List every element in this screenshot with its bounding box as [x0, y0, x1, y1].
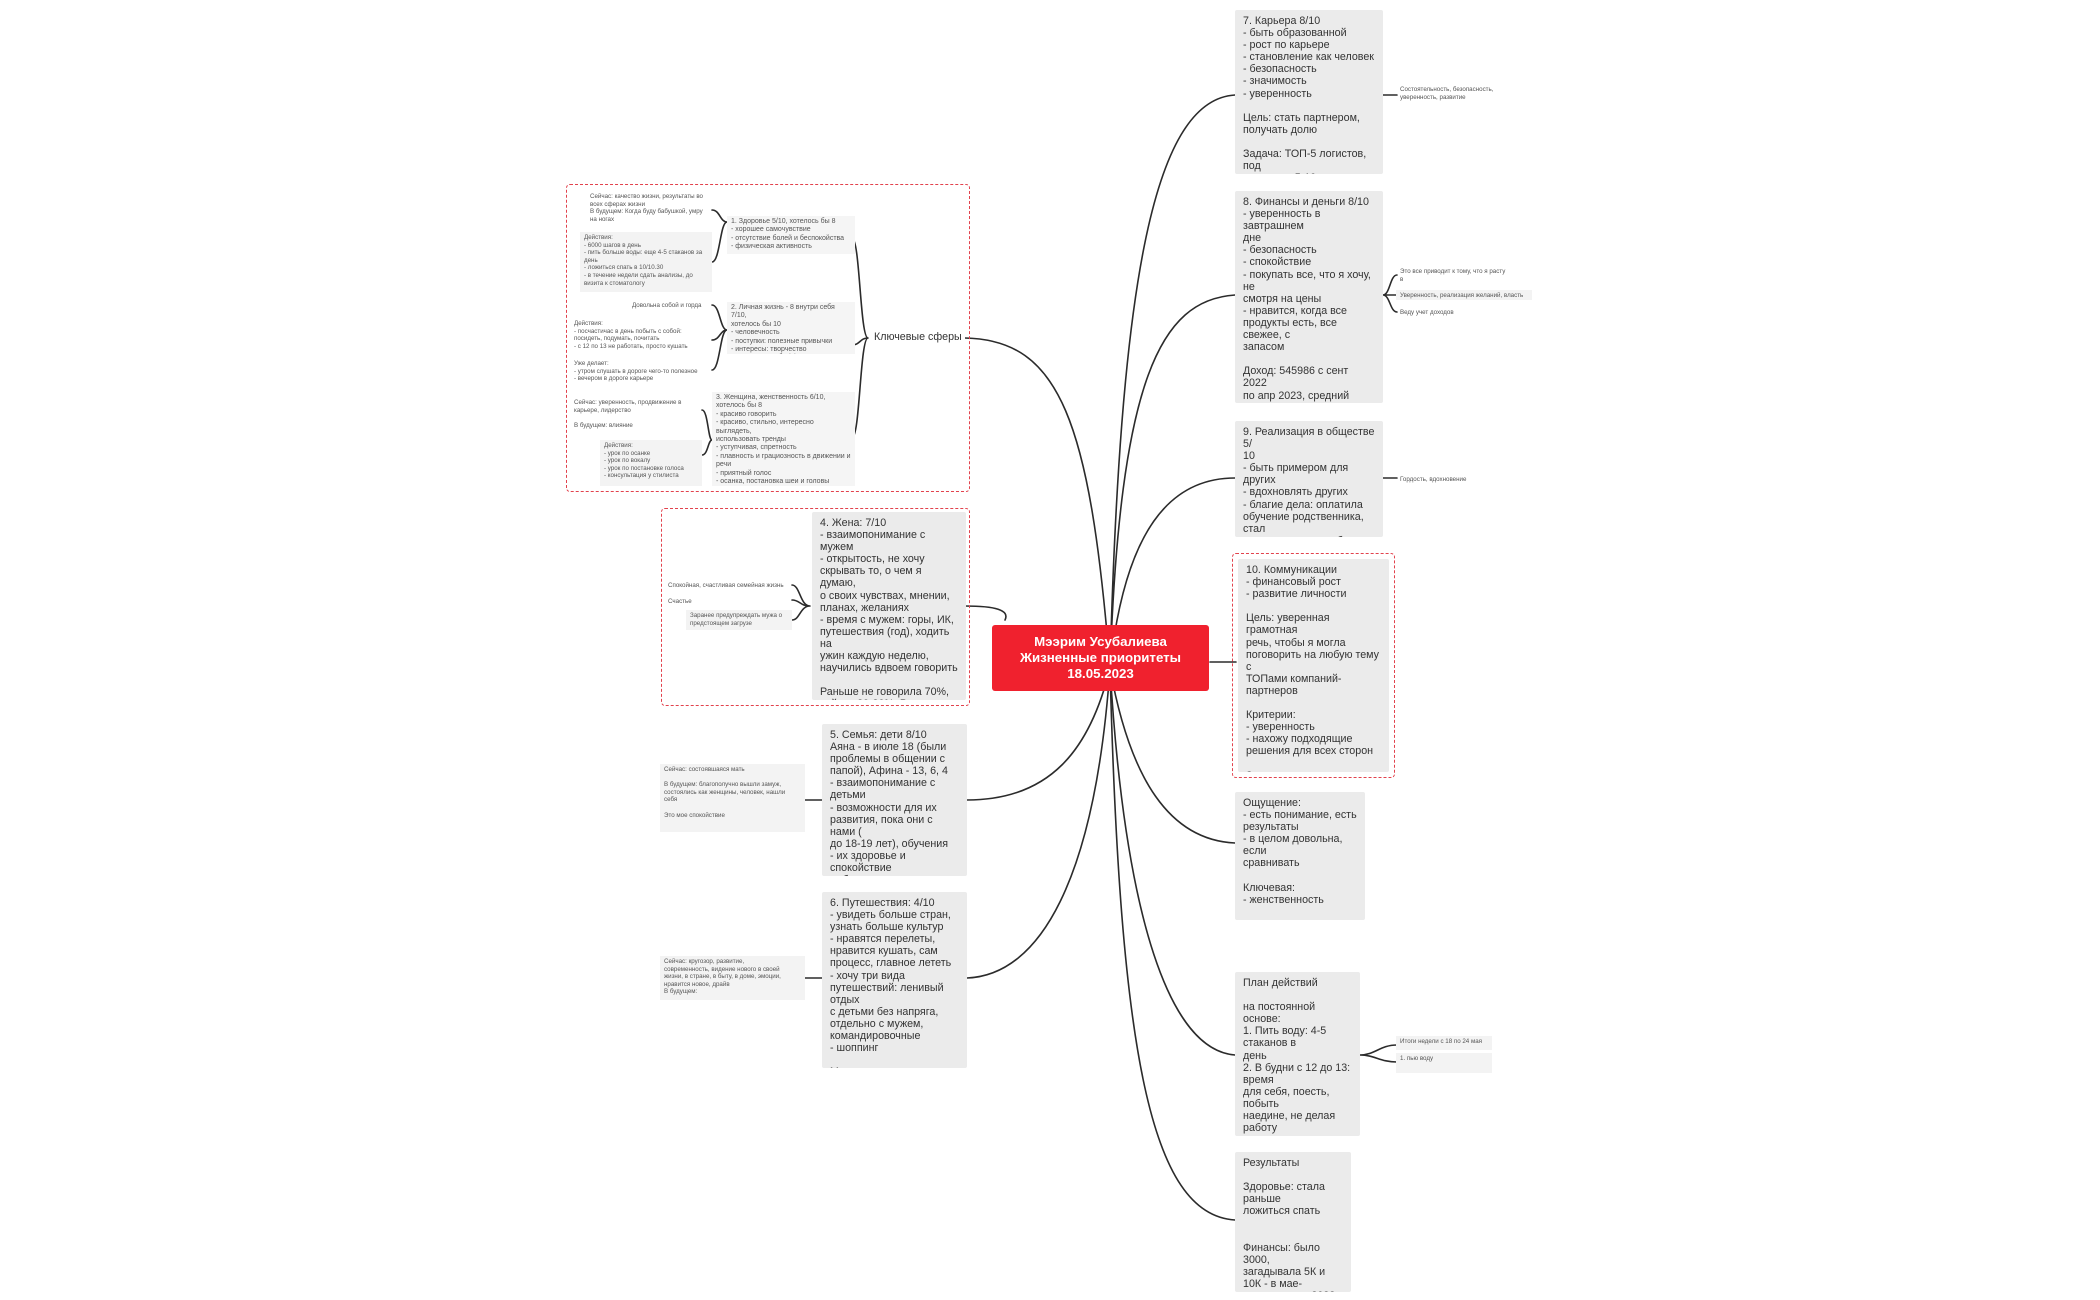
wife-node[interactable]: 4. Жена: 7/10 - взаимопонимание с мужем …	[812, 512, 966, 700]
personal-actions[interactable]: Действия: - посчастичас в день побыть с …	[574, 320, 688, 350]
link-travel	[966, 667, 1111, 979]
family-node[interactable]: 5. Семья: дети 8/10 Аяна - в июле 18 (бы…	[822, 724, 967, 876]
society-node[interactable]: 9. Реализация в обществе 5/ 10 - быть пр…	[1235, 421, 1383, 537]
plan-note-1[interactable]: Итоги недели с 18 по 24 мая	[1396, 1036, 1492, 1050]
health-now[interactable]: Сейчас: качество жизни, результаты во вс…	[590, 193, 703, 223]
link-plan-notes	[1359, 1044, 1398, 1063]
feelings-node[interactable]: Ощущение: - есть понимание, есть результ…	[1235, 792, 1365, 920]
link-femininity-children	[701, 409, 713, 456]
key-spheres-node[interactable]: Ключевые сферы	[871, 330, 965, 345]
finance-note-1[interactable]: Это все приводит к тому, что я расту в д…	[1400, 268, 1506, 284]
results-node[interactable]: Результаты Здоровье: стала раньше ложить…	[1235, 1152, 1351, 1292]
personal-satisfied[interactable]: Довольна собой и горда	[632, 302, 702, 309]
central-topic[interactable]: Мээрим Усубалиева Жизненные приоритеты 1…	[992, 625, 1209, 691]
finance-node[interactable]: 8. Финансы и деньги 8/10 - уверенность в…	[1235, 191, 1383, 403]
family-note[interactable]: Сейчас: состоявшаяся мать В будущем: бла…	[660, 764, 805, 832]
link-career	[1109, 94, 1236, 669]
link-wife-children	[791, 584, 811, 621]
link-personal-children	[711, 304, 728, 371]
wife-calm[interactable]: Спокойная, счастливая семейная жизнь	[668, 582, 784, 589]
wife-frame	[661, 508, 970, 706]
link-results	[1109, 667, 1236, 1221]
society-note[interactable]: Гордость, вдохновение	[1400, 476, 1467, 483]
health-node[interactable]: 1. Здоровье 5/10, хотелось бы 8 - хороше…	[727, 216, 855, 254]
link-wife	[964, 605, 1007, 621]
career-node[interactable]: 7. Карьера 8/10 - быть образованной - ро…	[1235, 10, 1383, 174]
link-finance-notes	[1382, 274, 1398, 313]
communication-frame	[1232, 553, 1395, 778]
femininity-node[interactable]: 3. Женщина, женственность 6/10, хотелось…	[712, 392, 855, 486]
femininity-actions[interactable]: Действия: - урок по осанке - урок по вок…	[600, 440, 702, 486]
career-note[interactable]: Состоятельность, безопасность, увереннос…	[1400, 86, 1494, 101]
personal-node[interactable]: 2. Личная жизнь - 8 внутри себя 7/10, хо…	[727, 302, 855, 354]
health-actions[interactable]: Действия: - 6000 шагов в день - пить бол…	[580, 232, 712, 292]
finance-note-3[interactable]: Веду учет доходов	[1400, 309, 1454, 316]
personal-done[interactable]: Уже делает: - утром слушать в дороге чег…	[574, 360, 698, 382]
communication-node[interactable]: 10. Коммуникации - финансовый рост - раз…	[1238, 559, 1389, 772]
link-plan	[1109, 667, 1236, 1056]
femininity-now[interactable]: Сейчас: уверенность, продвижение в карье…	[574, 399, 682, 429]
link-society	[1109, 477, 1236, 669]
link-finance	[1109, 294, 1236, 669]
plan-node[interactable]: План действий на постоянной основе: 1. П…	[1235, 972, 1360, 1136]
link-feelings	[1109, 667, 1236, 844]
link-health-children	[711, 209, 728, 263]
finance-note-2[interactable]: Уверенность, реализация желаний, власть	[1396, 290, 1532, 300]
plan-note-2[interactable]: 1. пью воду	[1396, 1053, 1492, 1073]
link-family	[966, 667, 1111, 801]
travel-node[interactable]: 6. Путешествия: 4/10 - увидеть больше ст…	[822, 892, 967, 1068]
key-spheres-frame	[566, 184, 970, 492]
travel-note[interactable]: Сейчас: кругозор, развитие, современност…	[660, 956, 805, 1000]
wife-note[interactable]: Заранее предупреждать мужа о предстоящем…	[686, 610, 792, 630]
wife-happy[interactable]: Счастье	[668, 598, 692, 605]
link-key-spheres	[964, 337, 1111, 669]
